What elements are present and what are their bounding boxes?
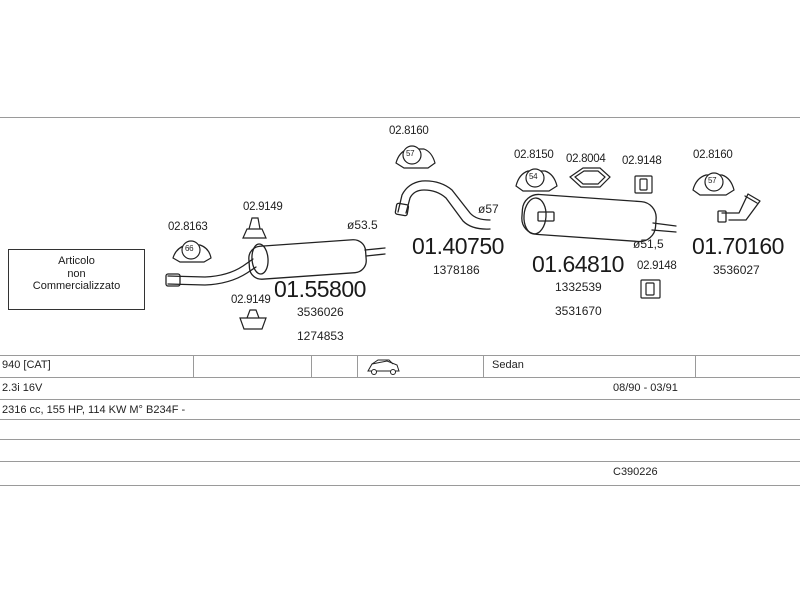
accessory-code-8160-center[interactable]: 02.8160 — [389, 125, 429, 137]
table-line — [0, 399, 800, 400]
vehicle-years: 08/90 - 03/91 — [613, 382, 678, 394]
part-code-front-pipe[interactable]: 01.55800 — [274, 276, 366, 302]
vehicle-body-type: Sedan — [492, 359, 524, 371]
diameter-label-2: ø57 — [478, 202, 499, 216]
clamp-size-57-center: 57 — [406, 149, 415, 158]
accessory-code-9149-top[interactable]: 02.9149 — [243, 201, 283, 213]
clamp-8150-drawing — [515, 168, 558, 192]
table-line — [0, 439, 800, 440]
part-ref-center-pipe-1: 1378186 — [433, 263, 480, 277]
clamp-size-66: 66 — [185, 244, 194, 253]
hanger-9149-bottom-drawing — [239, 309, 267, 330]
sedan-car-icon — [367, 359, 400, 375]
clamp-size-54: 54 — [529, 172, 538, 181]
table-line — [0, 377, 800, 378]
catalog-code: C390226 — [613, 466, 658, 478]
center-pipe-drawing — [394, 180, 491, 230]
part-ref-tail-pipe-1: 3536027 — [713, 263, 760, 277]
vehicle-engine: 2.3i 16V — [2, 382, 43, 394]
table-divider — [193, 355, 194, 377]
table-line — [0, 461, 800, 462]
front-pipe-drawing — [165, 239, 386, 287]
part-ref-front-pipe-1: 3536026 — [297, 305, 344, 319]
accessory-code-9148-bottom[interactable]: 02.9148 — [637, 260, 677, 272]
table-line — [0, 485, 800, 486]
ring-8004-drawing — [569, 167, 611, 188]
clamp-8163-drawing — [172, 240, 212, 263]
clamp-size-57-tail: 57 — [708, 176, 717, 185]
vehicle-model: 940 [CAT] — [2, 359, 51, 371]
part-code-tail-pipe[interactable]: 01.70160 — [692, 233, 784, 259]
part-ref-rear-silencer-1: 1332539 — [555, 280, 602, 294]
not-available-notice: Articolo non Commercializzato — [8, 249, 145, 310]
part-ref-rear-silencer-2: 3531670 — [555, 304, 602, 318]
table-line — [0, 419, 800, 420]
part-ref-front-pipe-2: 1274853 — [297, 329, 344, 343]
diameter-label-1: ø53.5 — [347, 218, 378, 232]
table-divider — [311, 355, 312, 377]
table-divider — [483, 355, 484, 377]
vehicle-specs: 2316 cc, 155 HP, 114 KW M° B234F - — [2, 404, 186, 416]
notice-line-1: Articolo — [58, 255, 95, 267]
part-code-rear-silencer[interactable]: 01.64810 — [532, 251, 624, 277]
rear-silencer-drawing — [521, 193, 677, 243]
hanger-9149-top-drawing — [242, 217, 267, 239]
hanger-9148-bottom-drawing — [640, 279, 661, 299]
table-divider — [695, 355, 696, 377]
hanger-9148-top-drawing — [634, 175, 653, 194]
accessory-code-9149-bottom[interactable]: 02.9149 — [231, 294, 271, 306]
notice-line-2: non — [67, 267, 86, 280]
table-divider — [357, 355, 358, 377]
accessory-code-8150[interactable]: 02.8150 — [514, 149, 554, 161]
tail-pipe-drawing — [717, 193, 761, 223]
accessory-code-8160-tail[interactable]: 02.8160 — [693, 149, 733, 161]
clamp-8160-tail-drawing — [692, 172, 735, 196]
accessory-code-8163[interactable]: 02.8163 — [168, 221, 208, 233]
diameter-label-3: ø51,5 — [633, 237, 664, 251]
drawing-top-border — [0, 117, 800, 118]
table-line — [0, 355, 800, 356]
notice-line-3: Commercializzato — [32, 280, 121, 292]
accessory-code-8004[interactable]: 02.8004 — [566, 153, 606, 165]
accessory-code-9148-top[interactable]: 02.9148 — [622, 155, 662, 167]
part-code-center-pipe[interactable]: 01.40750 — [412, 233, 504, 259]
clamp-8160-center-drawing — [395, 145, 436, 169]
